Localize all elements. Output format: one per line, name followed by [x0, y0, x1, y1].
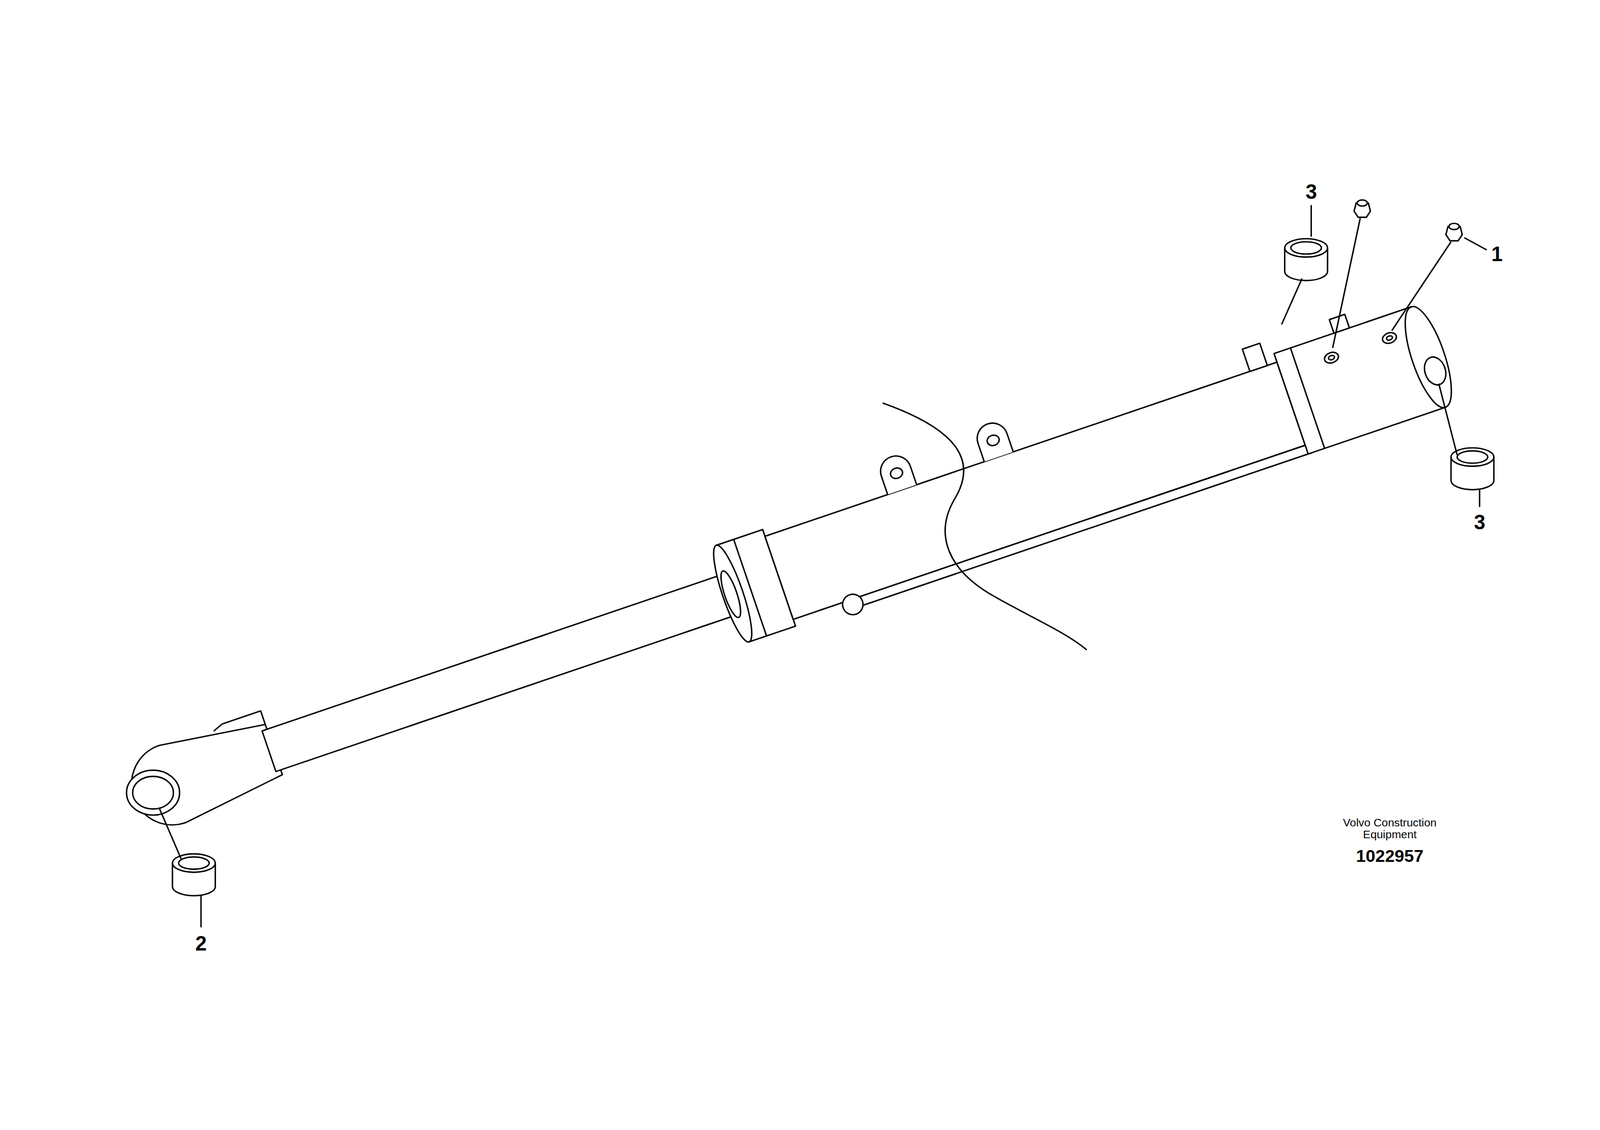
callout-number: 1 — [1491, 242, 1503, 266]
callout-number: 2 — [195, 932, 207, 956]
callout-number: 3 — [1305, 180, 1317, 204]
publisher-note: Volvo Construction Equipment — [1333, 816, 1446, 842]
drawing-number: 1022957 — [1355, 847, 1424, 867]
callout-number: 3 — [1473, 511, 1485, 534]
